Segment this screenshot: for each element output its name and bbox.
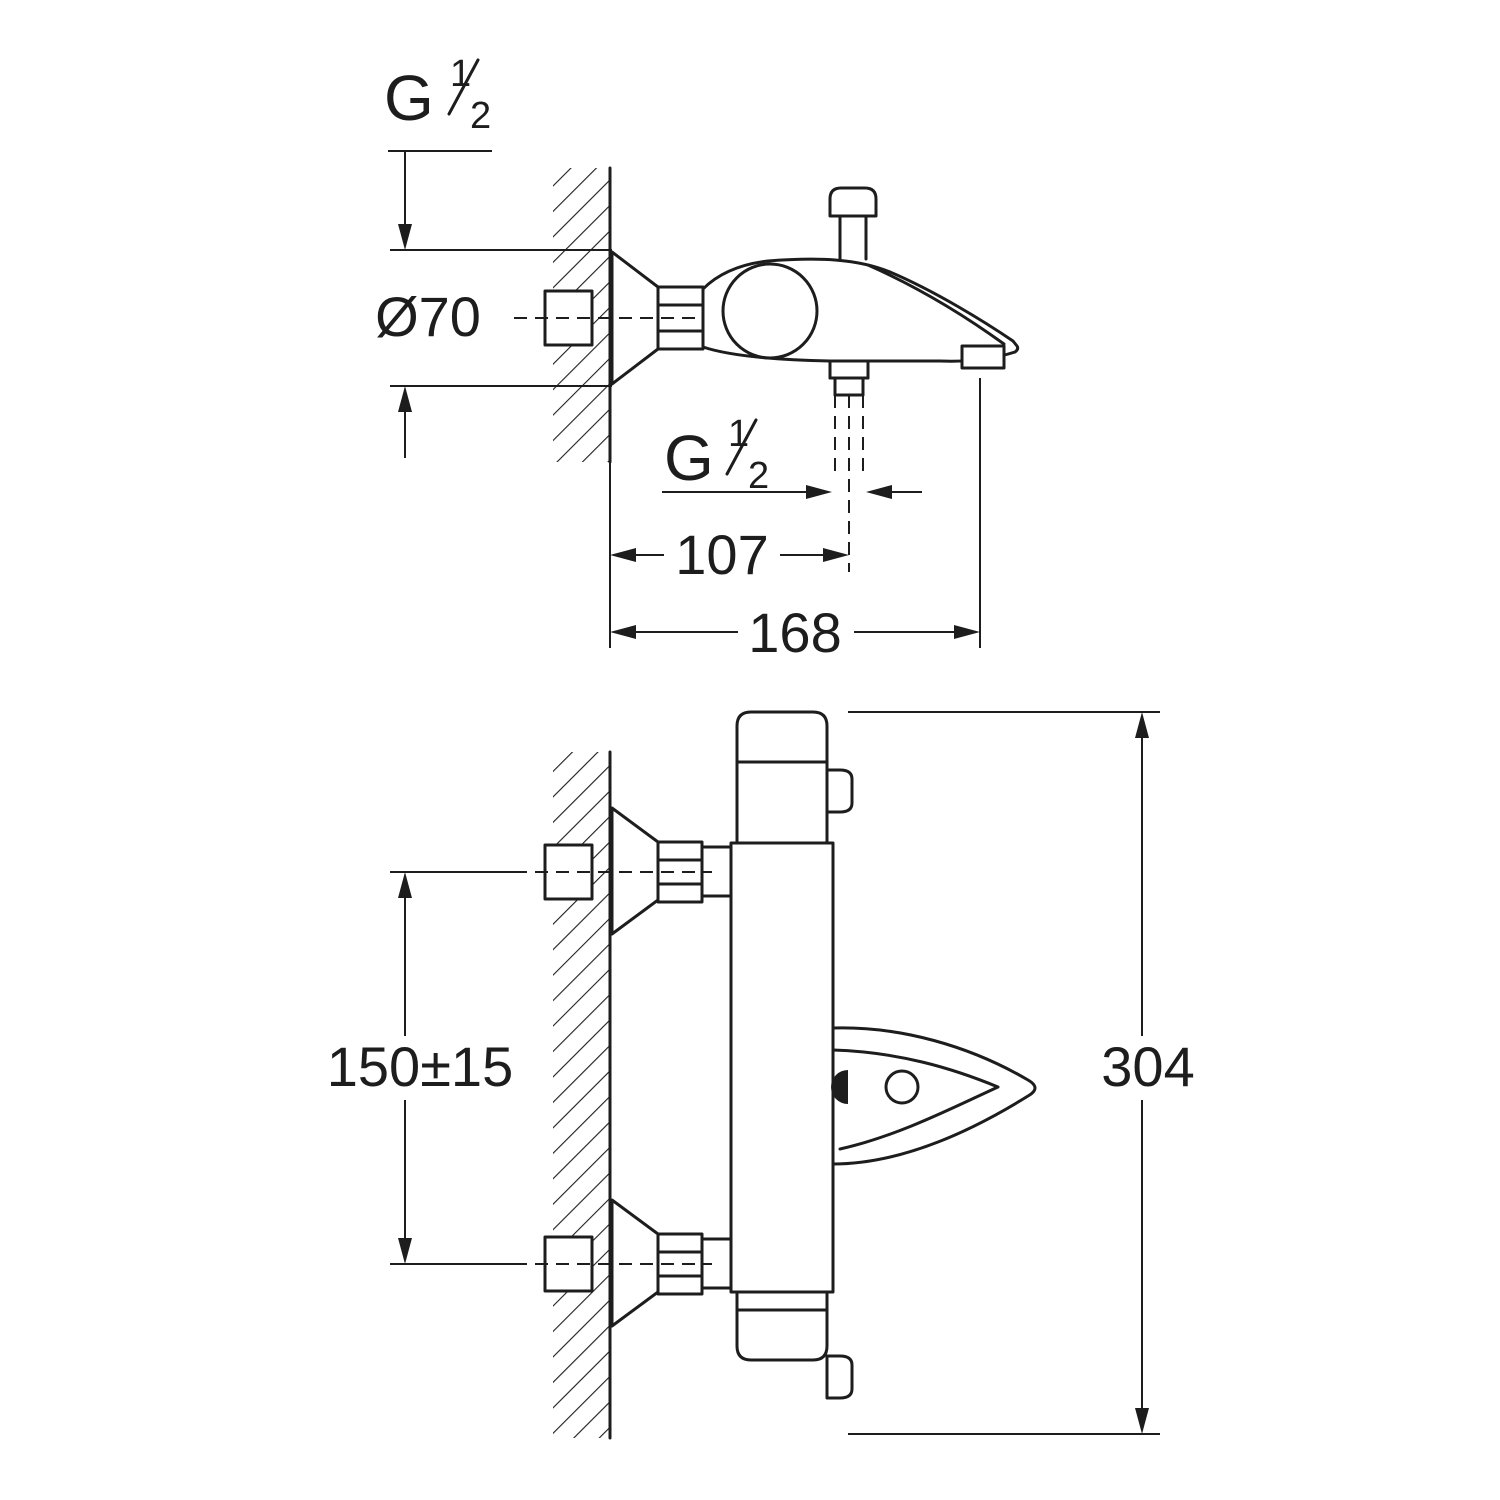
- dim-168-label: 168: [748, 601, 841, 664]
- dimension-g-half-hose: G 1 2: [662, 413, 922, 499]
- arrowhead: [398, 1238, 412, 1264]
- dimension-107: 107: [609, 462, 849, 648]
- top-handle-grip: [825, 768, 854, 814]
- side-view: G 1 2 Ø70 G 1 2: [375, 53, 1020, 664]
- dim-304-label: 304: [1101, 1035, 1194, 1098]
- dimension-dia-70: Ø70: [375, 249, 612, 458]
- arrowhead: [823, 548, 849, 562]
- dim-107-label: 107: [675, 523, 768, 586]
- diverter-knob: [828, 186, 878, 261]
- arrowhead: [806, 485, 832, 499]
- thread-numerator: 1: [728, 413, 749, 455]
- bottom-handle-grip: [825, 1354, 854, 1400]
- arrowhead: [398, 224, 412, 250]
- arrowhead: [610, 625, 636, 639]
- thread-denominator: 2: [748, 455, 769, 497]
- arrowhead: [954, 625, 980, 639]
- dimension-g-half-supply: G 1 2: [384, 53, 492, 250]
- thread-numerator: 1: [450, 53, 471, 95]
- spout-inner-line: [831, 1048, 1000, 1151]
- arrowhead: [1135, 712, 1149, 738]
- temperature-marker: [831, 1070, 848, 1104]
- shower-hose-connection: [828, 359, 870, 572]
- thread-letter: G: [384, 62, 434, 134]
- dimension-304: 304: [848, 711, 1195, 1435]
- arrowhead: [398, 872, 412, 898]
- dia-70-label: Ø70: [375, 285, 481, 348]
- thermostat-dial: [721, 262, 819, 360]
- fraction-slash: [447, 58, 480, 116]
- spout-front: [831, 1026, 1037, 1166]
- thread-denominator: 2: [470, 95, 491, 137]
- dimension-150: 150±15: [327, 871, 514, 1265]
- front-view: 150±15 304: [327, 710, 1195, 1440]
- arrowhead: [866, 485, 892, 499]
- arrowhead: [398, 386, 412, 412]
- spout-outlet: [960, 344, 1006, 370]
- thread-letter: G: [664, 422, 714, 494]
- diverter-button-front: [884, 1069, 920, 1105]
- arrowhead: [610, 548, 636, 562]
- dimension-168: 168: [610, 378, 981, 664]
- fraction-slash: [725, 418, 758, 476]
- spout-ridge-line: [866, 263, 1006, 346]
- dim-150-label: 150±15: [327, 1035, 513, 1098]
- mixer-body-block: [729, 841, 835, 1294]
- arrowhead: [1135, 1408, 1149, 1434]
